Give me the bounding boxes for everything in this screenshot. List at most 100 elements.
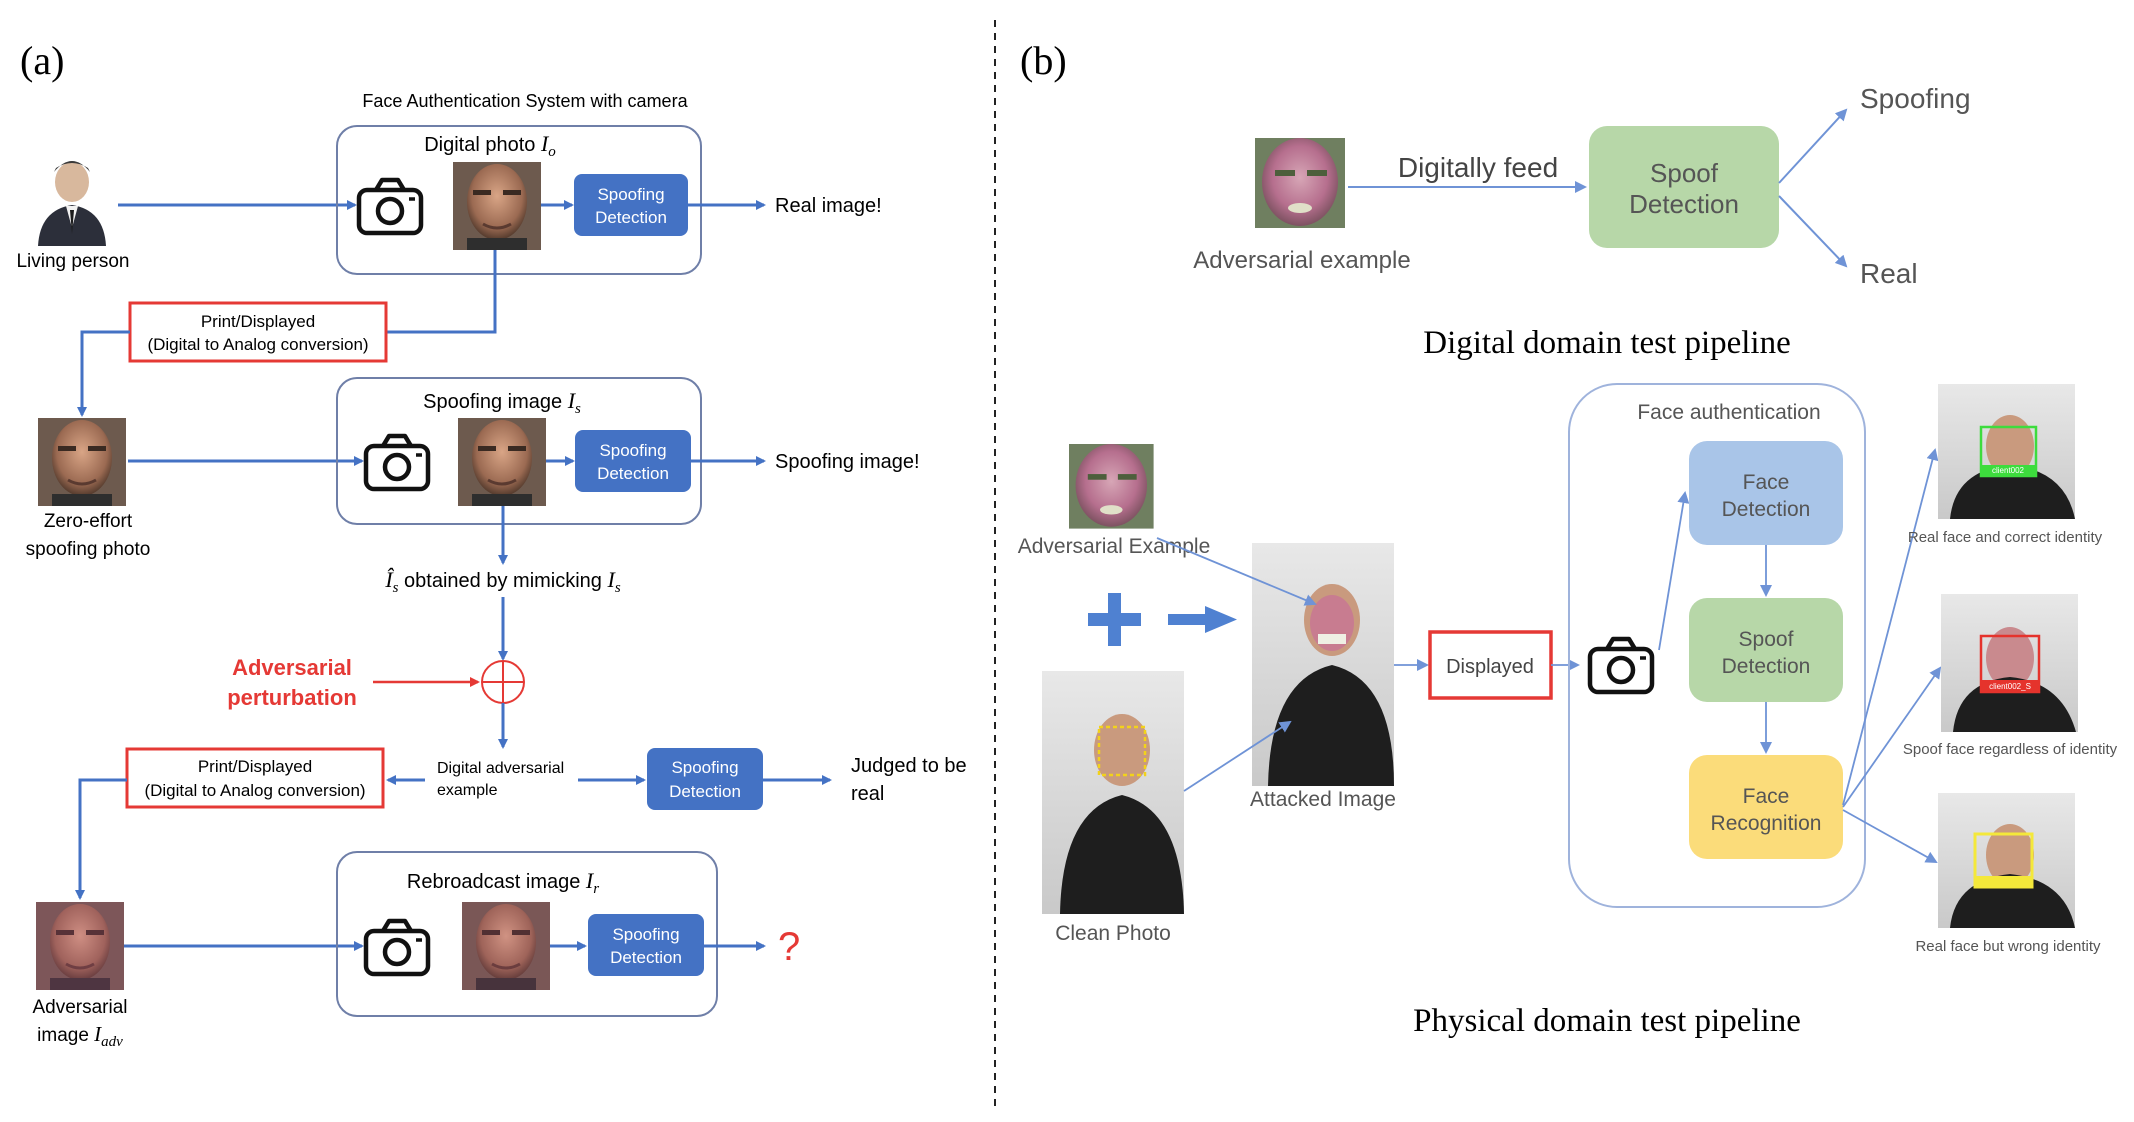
spoof-det-3-line2: Detection — [669, 782, 741, 801]
system-title: Face Authentication System with camera — [362, 91, 688, 111]
arrow-to-result-3 — [1842, 809, 1938, 863]
mimic-caption: Îs obtained by mimicking Is — [384, 567, 620, 596]
result-2-tag: client002_S — [1989, 682, 2031, 691]
spoof-detection-box-physical — [1689, 598, 1843, 702]
zero-effort-line1: Zero-effort — [44, 511, 133, 532]
digitally-feed-label: Digitally feed — [1398, 152, 1558, 183]
spoofing-image-face — [456, 416, 548, 508]
clean-photo-caption: Clean Photo — [1055, 922, 1171, 945]
zero-effort-line2: spoofing photo — [26, 539, 151, 560]
adversarial-example-image — [1255, 138, 1345, 228]
panel-a-label: (a) — [20, 38, 64, 83]
spoofing-detection-box-1 — [574, 174, 688, 236]
arrow-to-result-1 — [1842, 448, 1939, 806]
spoofing-detection-box-2 — [575, 430, 691, 492]
real-output: Real — [1860, 258, 1918, 289]
digital-photo-face — [451, 160, 543, 252]
digital-adv-line2: example — [437, 782, 498, 799]
spoof-det-4-line1: Spoofing — [612, 925, 679, 944]
spoof-det-physical-line1: Spoof — [1739, 628, 1794, 651]
spoof-det-2-line1: Spoofing — [599, 441, 666, 460]
print-1-line1: Print/Displayed — [201, 312, 315, 331]
sum-icon — [481, 660, 525, 704]
face-detection-line1: Face — [1743, 471, 1790, 494]
arrow-to-spoofing — [1778, 108, 1848, 184]
arrow-print-to-zero-effort — [77, 330, 130, 417]
result-2-caption: Spoof face regardless of identity — [1903, 741, 2118, 758]
print-1-line2: (Digital to Analog conversion) — [147, 335, 368, 354]
arrow-to-real — [1778, 195, 1848, 268]
camera-icon — [1590, 639, 1652, 692]
spoof-det-digital-line1: Spoof — [1650, 158, 1719, 188]
spoofing-image-title: Spoofing image Is — [423, 388, 581, 417]
arrow-adv-to-attacked — [1156, 537, 1317, 606]
spoofing-output: Spoofing — [1860, 83, 1971, 114]
spoof-det-digital-line2: Detection — [1629, 189, 1739, 219]
spoof-det-4-line2: Detection — [610, 948, 682, 967]
adv-image-line1: Adversarial — [32, 997, 127, 1018]
camera-icon — [359, 180, 421, 233]
face-detection-line2: Detection — [1722, 498, 1811, 521]
arrow-print-to-adv-image — [75, 778, 127, 900]
system-box-3 — [336, 851, 718, 1017]
real-image-result: Real image! — [775, 195, 882, 217]
zero-effort-face — [36, 416, 128, 508]
connector-photo-to-print — [385, 250, 497, 334]
arrow-to-result-2 — [1842, 666, 1942, 808]
print-2-line1: Print/Displayed — [198, 757, 312, 776]
clean-photo — [1042, 671, 1184, 914]
face-recognition-box — [1689, 755, 1843, 859]
result-spoof-image: client002_S — [1941, 594, 2078, 732]
adv-image-line2: image Iadv — [37, 1022, 123, 1050]
question-mark: ? — [778, 925, 800, 969]
camera-icon — [366, 921, 428, 974]
panel-b-label: (b) — [1020, 38, 1067, 83]
panel-a: (a) Face Authentication System with came… — [16, 38, 966, 1050]
result-wrong-identity-image — [1938, 793, 2075, 928]
spoof-det-1-line1: Spoofing — [597, 185, 664, 204]
displayed-box — [1428, 630, 1553, 700]
arrow-right-icon — [1168, 606, 1237, 633]
displayed-label: Displayed — [1446, 656, 1534, 678]
living-person-label: Living person — [16, 251, 129, 272]
system-box-1 — [336, 125, 702, 275]
rebroadcast-title: Rebroadcast image Ir — [407, 868, 599, 897]
spoof-det-1-line2: Detection — [595, 208, 667, 227]
face-authentication-box — [1568, 383, 1866, 908]
face-detection-box — [1689, 441, 1843, 545]
face-recognition-line2: Recognition — [1711, 812, 1822, 835]
adv-pert-line2: perturbation — [227, 685, 357, 710]
arrow-clean-to-attacked — [1183, 720, 1292, 792]
result-1-tag: client002 — [1992, 466, 2025, 475]
system-box-2 — [336, 377, 702, 525]
spoof-det-3-line1: Spoofing — [671, 758, 738, 777]
spoofing-detection-box-4 — [588, 914, 704, 976]
spoofing-image-result: Spoofing image! — [775, 451, 920, 473]
result-1-caption: Real face and correct identity — [1908, 529, 2103, 546]
result-real-correct-image: client002 — [1938, 384, 2075, 519]
adv-example-small-caption: Adversarial Example — [1018, 535, 1211, 558]
spoof-det-physical-line2: Detection — [1722, 655, 1811, 678]
spoofing-detection-box-3 — [647, 748, 763, 810]
adversarial-image-face — [34, 900, 126, 992]
spoof-det-2-line2: Detection — [597, 464, 669, 483]
face-recognition-line1: Face — [1743, 785, 1790, 808]
camera-icon — [366, 436, 428, 489]
print-2-line2: (Digital to Analog conversion) — [144, 781, 365, 800]
attacked-image — [1252, 543, 1394, 786]
print-displayed-box-2 — [125, 747, 385, 809]
adv-pert-line1: Adversarial — [232, 655, 352, 680]
adversarial-example-small — [1069, 444, 1154, 529]
rebroadcast-image-face — [460, 900, 552, 992]
spoof-detection-box-digital — [1589, 126, 1779, 248]
face-authentication-title: Face authentication — [1637, 401, 1820, 424]
panel-b: (b) Adversarial example Digitally feed S… — [1018, 38, 2118, 1039]
judged-line2: real — [851, 783, 884, 805]
person-icon — [38, 161, 106, 246]
arrow-camera-to-face-detection — [1658, 491, 1690, 651]
judged-line1: Judged to be — [851, 755, 967, 777]
digital-adv-line1: Digital adversarial — [437, 760, 564, 777]
adversarial-example-caption: Adversarial example — [1193, 247, 1410, 274]
plus-icon — [1088, 593, 1141, 646]
